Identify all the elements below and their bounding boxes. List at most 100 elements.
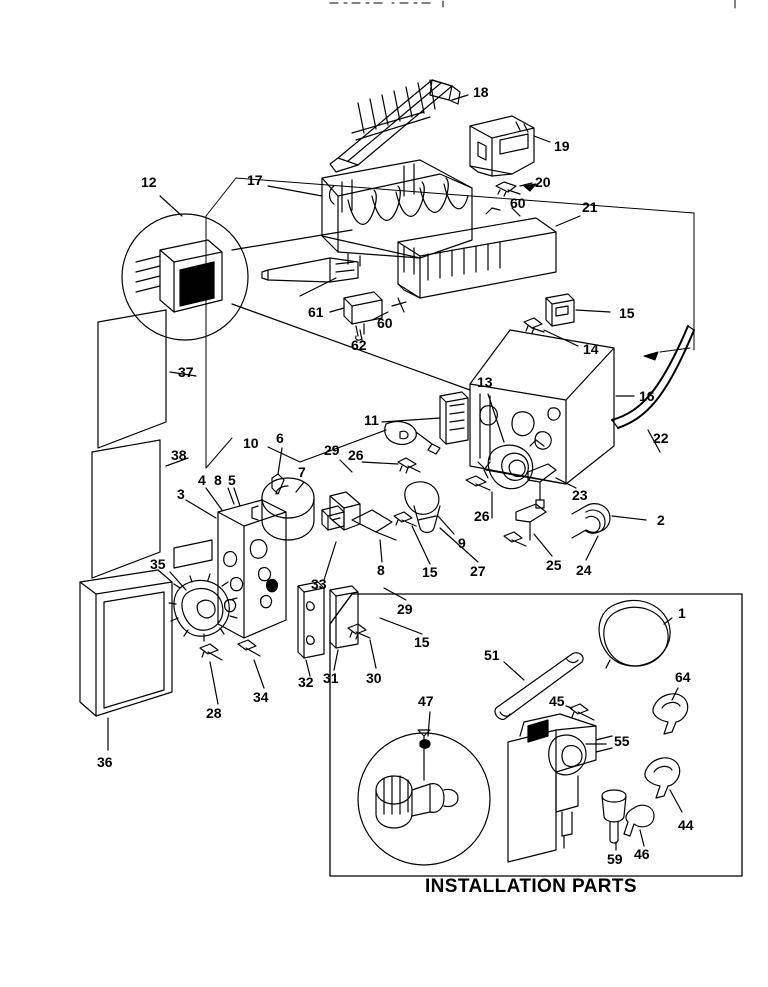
leader-61 <box>329 307 345 313</box>
leader-62 <box>359 329 363 341</box>
callout-20: 20 <box>535 174 551 190</box>
leader-11 <box>381 417 441 423</box>
callout-37: 37 <box>178 364 194 380</box>
callout-34: 34 <box>253 689 269 705</box>
part-1-water-line-coil <box>598 599 671 669</box>
callout-8a: 8 <box>214 472 222 488</box>
callout-62: 62 <box>351 337 367 353</box>
callout-36: 36 <box>97 754 113 770</box>
leader-26a <box>361 461 399 465</box>
leader-31 <box>333 649 339 671</box>
part-17-ice-mold <box>321 159 473 267</box>
part-36-cover <box>79 569 173 717</box>
leader-3 <box>185 499 217 519</box>
leader-51 <box>503 661 525 681</box>
leader-4 <box>205 487 223 511</box>
leader-19 <box>533 135 551 143</box>
leader-64 <box>671 687 679 701</box>
part-11-connector <box>439 391 469 445</box>
leader-24 <box>585 535 599 561</box>
callout-32: 32 <box>298 674 314 690</box>
leader-32 <box>305 659 311 677</box>
part-18-ejector-arm <box>329 79 461 173</box>
callout-47: 47 <box>418 693 434 709</box>
callout-60b: 60 <box>377 315 393 331</box>
part-23-lever <box>527 463 557 509</box>
callout-16: 16 <box>639 388 655 404</box>
callout-10: 10 <box>243 435 259 451</box>
callout-15a: 15 <box>619 305 635 321</box>
part-51-tube <box>494 652 584 720</box>
callout-44: 44 <box>678 817 694 833</box>
callout-15b: 15 <box>422 564 438 580</box>
callout-19: 19 <box>554 138 570 154</box>
callout-23: 23 <box>572 487 588 503</box>
leader-29a <box>339 459 353 473</box>
leader-21 <box>555 215 581 227</box>
leader-61-b <box>299 277 337 297</box>
callout-60a: 60 <box>510 195 526 211</box>
leader-2 <box>611 515 647 521</box>
callout-38: 38 <box>171 447 187 463</box>
leader-20 <box>519 182 533 187</box>
part-37-panel <box>97 309 167 449</box>
leader-44 <box>669 789 683 813</box>
leader-7 <box>295 481 305 493</box>
leader-14 <box>543 329 579 347</box>
part-30-screw <box>347 623 371 640</box>
callout-33: 33 <box>311 576 327 592</box>
callout-28: 28 <box>206 705 222 721</box>
callout-31: 31 <box>323 670 339 686</box>
callout-26b: 26 <box>474 508 490 524</box>
part-19-end-cap <box>469 115 535 177</box>
callout-4: 4 <box>198 472 206 488</box>
part-26b-screws <box>465 475 527 547</box>
leader-23 <box>555 477 577 489</box>
leader-46 <box>639 829 645 847</box>
part-38-panel <box>91 439 161 579</box>
callout-59: 59 <box>607 851 623 867</box>
leader-9 <box>437 515 455 535</box>
callout-18: 18 <box>473 84 489 100</box>
callout-22: 22 <box>653 430 669 446</box>
callout-29b: 29 <box>397 601 413 617</box>
part-22-fill-tube <box>611 325 695 429</box>
callout-35: 35 <box>150 556 166 572</box>
part-15b-screw <box>393 511 417 527</box>
callout-2: 2 <box>657 512 665 528</box>
callout-14: 14 <box>583 341 599 357</box>
part-64-clamp <box>652 693 689 735</box>
part-14-screw <box>523 317 545 334</box>
leader-12 <box>159 195 183 217</box>
callout-29a: 29 <box>324 442 340 458</box>
part-44-clamp <box>644 757 681 799</box>
part-15a-switch <box>545 293 575 327</box>
leader-8b <box>379 539 383 563</box>
part-46-clip <box>623 804 655 837</box>
callout-51: 51 <box>484 647 500 663</box>
part-6-pin <box>271 473 285 495</box>
part-60-screws <box>391 297 407 313</box>
part-45-screw <box>569 703 595 721</box>
callout-26a: 26 <box>348 447 364 463</box>
part-13-motor <box>483 439 545 490</box>
leader-15a <box>575 309 611 313</box>
part-9-roller <box>404 481 441 534</box>
part-35-gear <box>168 573 238 642</box>
leader-17 <box>267 185 323 197</box>
leader-34 <box>253 659 265 689</box>
callout-8b: 8 <box>377 562 385 578</box>
assembly-frame <box>205 177 695 469</box>
leader-18 <box>451 94 469 101</box>
part-33-link <box>329 491 361 531</box>
installation-parts-panel <box>329 593 743 877</box>
crop-mark-strip <box>0 0 768 14</box>
callout-3: 3 <box>177 486 185 502</box>
part-61-shaft <box>261 257 359 283</box>
leader-8a <box>227 487 235 505</box>
leader-15c <box>379 617 423 635</box>
part-31-plate <box>329 585 359 649</box>
leader-1 <box>663 617 673 625</box>
